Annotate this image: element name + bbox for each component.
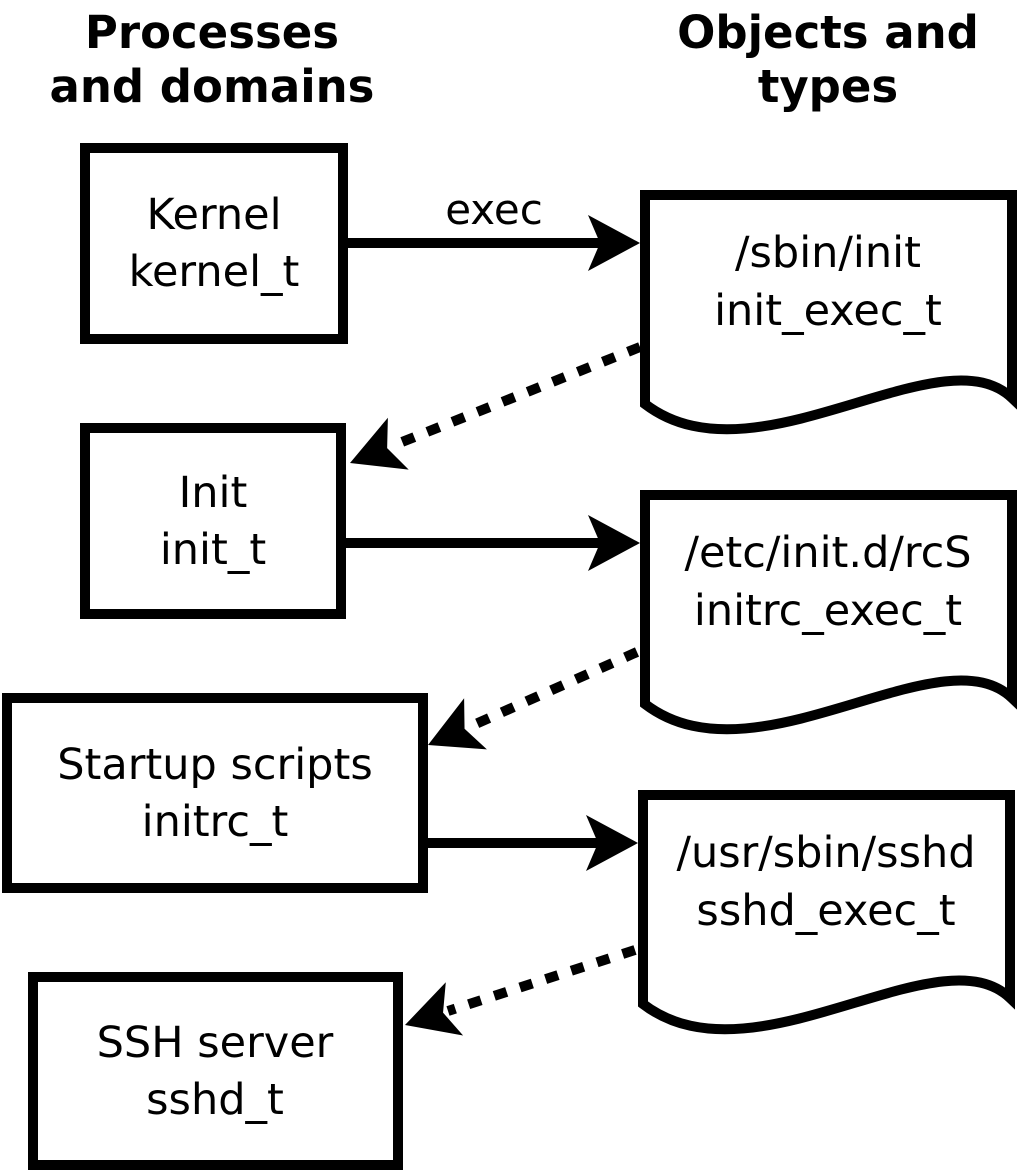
process-name: Startup scripts <box>57 740 373 790</box>
object-type: initrc_exec_t <box>694 586 962 636</box>
edge-line <box>446 945 637 1016</box>
process-type: sshd_t <box>146 1075 284 1125</box>
process-box <box>28 972 403 1170</box>
arrowhead-right-icon <box>588 515 640 571</box>
arrowhead-right-icon <box>588 215 640 271</box>
document-shape <box>638 790 1015 1035</box>
process-name: SSH server <box>97 1018 334 1068</box>
document-shape <box>640 490 1017 735</box>
process-type: initrc_t <box>142 797 289 847</box>
arrowhead-right-icon <box>586 815 638 871</box>
object-node-usr-sbin-sshd: /usr/sbin/sshd sshd_exec_t <box>638 790 1015 1035</box>
arrowhead-left-icon <box>405 982 464 1036</box>
object-node-sbin-init: /sbin/init init_exec_t <box>640 190 1017 435</box>
object-path: /etc/init.d/rcS <box>684 528 971 578</box>
process-node-startup-scripts: Startup scripts initrc_t <box>2 693 428 893</box>
object-path: /usr/sbin/sshd <box>676 828 975 878</box>
transition-arrow-sbin-init-to-init <box>350 342 642 470</box>
document-shape <box>640 190 1017 435</box>
process-node-kernel: Kernel kernel_t <box>80 143 348 344</box>
object-type: sshd_exec_t <box>696 886 955 936</box>
arrowhead-left-icon <box>350 417 409 470</box>
process-type: init_t <box>160 525 266 575</box>
transition-arrow-rcs-to-startup-scripts <box>428 647 640 750</box>
edge-line <box>390 342 642 451</box>
process-box <box>2 693 428 893</box>
process-box <box>80 423 346 619</box>
header-processes-line2: and domains <box>50 60 375 113</box>
column-header-objects: Objects and types <box>677 6 979 113</box>
exec-arrow-startup-to-sshd <box>428 815 638 871</box>
header-processes-line1: Processes <box>85 6 339 59</box>
header-objects-line1: Objects and <box>677 6 979 59</box>
header-objects-line2: types <box>758 60 898 113</box>
exec-arrow-init-to-rcs <box>346 515 640 571</box>
process-type: kernel_t <box>129 247 300 297</box>
object-type: init_exec_t <box>714 286 942 336</box>
column-header-processes: Processes and domains <box>50 6 375 113</box>
exec-edge-label: exec <box>445 185 543 234</box>
process-node-init: Init init_t <box>80 423 346 619</box>
process-name: Kernel <box>146 190 281 240</box>
transition-arrow-sshd-to-ssh-server <box>405 945 637 1036</box>
process-box <box>80 143 348 344</box>
exec-arrow-kernel-to-sbin-init: exec <box>348 185 640 271</box>
object-node-etc-initd-rcs: /etc/init.d/rcS initrc_exec_t <box>640 490 1017 735</box>
process-node-ssh-server: SSH server sshd_t <box>28 972 403 1170</box>
object-path: /sbin/init <box>735 228 921 278</box>
edge-line <box>466 647 640 732</box>
arrowhead-left-icon <box>428 698 487 750</box>
process-name: Init <box>179 468 248 518</box>
